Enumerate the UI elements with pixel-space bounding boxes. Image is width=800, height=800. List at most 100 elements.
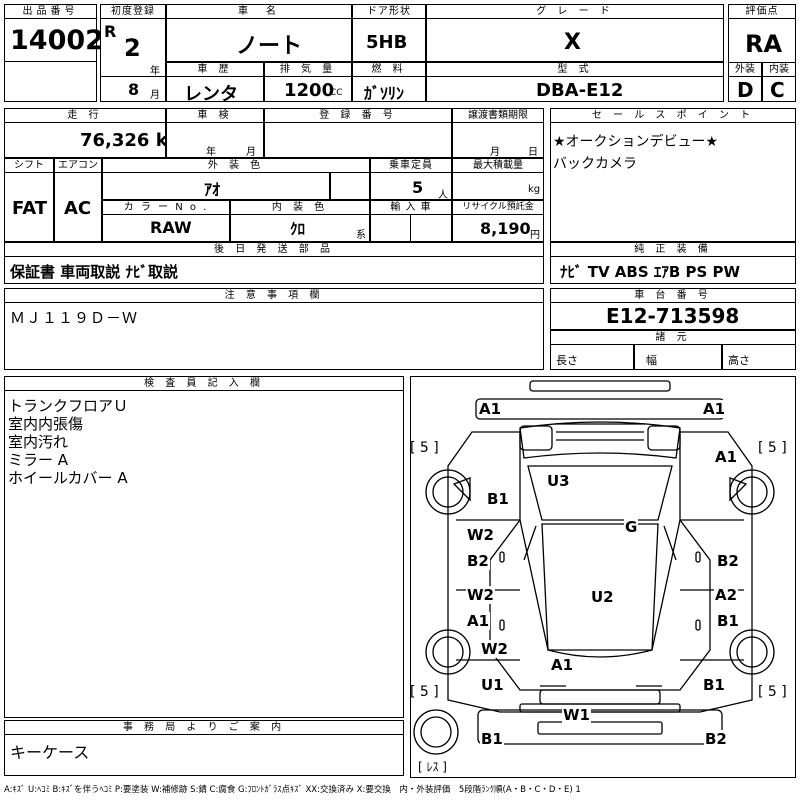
damage-mark-w2: W2 bbox=[480, 640, 509, 658]
damage-mark-w2: W2 bbox=[466, 526, 495, 544]
damage-mark-b2: B2 bbox=[704, 730, 728, 748]
reg-divider bbox=[100, 76, 166, 77]
damage-mark-g: G bbox=[624, 518, 639, 536]
office-value: キーケース bbox=[10, 743, 90, 762]
lot-number: 14002 bbox=[10, 25, 104, 56]
sales-line-1: ★オークションデビュー★ bbox=[553, 134, 719, 150]
door-label: ドア形状 bbox=[352, 4, 426, 19]
damage-mark-u1: U1 bbox=[480, 676, 505, 694]
recycle-box bbox=[452, 214, 544, 242]
sales-box bbox=[550, 122, 796, 242]
transfer-month-unit: 月 bbox=[490, 147, 500, 158]
maxload-box bbox=[452, 172, 544, 200]
reg-era: R bbox=[104, 22, 117, 41]
laterparts-box bbox=[4, 256, 544, 284]
fuel-value: ｶﾞｿﾘﾝ bbox=[364, 84, 405, 103]
int-grade-box bbox=[762, 76, 796, 102]
office-box bbox=[4, 734, 404, 776]
history-value: レンタ bbox=[184, 84, 238, 105]
inspector-line-2: 室内内張傷 bbox=[8, 415, 84, 433]
damage-mark-b1: B1 bbox=[716, 612, 740, 630]
history-box bbox=[166, 76, 264, 102]
laterparts-value: 保証書 車両取説 ﾅﾋﾞ取説 bbox=[10, 263, 178, 281]
damage-mark-b1: B1 bbox=[480, 730, 504, 748]
maxload-unit: kg bbox=[528, 184, 541, 195]
carname-value: ノート bbox=[236, 34, 303, 59]
ext-grade-box bbox=[728, 76, 762, 102]
dims-length: 長さ bbox=[556, 354, 578, 367]
reg-box bbox=[100, 4, 166, 102]
carname-label: 車 名 bbox=[166, 4, 352, 19]
dims-width-box bbox=[634, 344, 722, 370]
diagram-box bbox=[410, 376, 796, 778]
door-value: 5HB bbox=[366, 32, 408, 53]
tread-front-right: [ 5 ] bbox=[758, 440, 787, 456]
ac-box bbox=[54, 172, 102, 242]
notes-box bbox=[4, 302, 544, 370]
damage-mark-b2: B2 bbox=[716, 552, 740, 570]
damage-mark-b2: B2 bbox=[466, 552, 490, 570]
spare-label: [ ﾚｽ ] bbox=[418, 760, 447, 774]
ac-value: AC bbox=[64, 198, 92, 219]
intcolor-box bbox=[230, 214, 370, 242]
damage-mark-u3: U3 bbox=[546, 472, 571, 490]
damage-mark-a1: A1 bbox=[702, 400, 727, 418]
damage-mark-a1: A1 bbox=[466, 612, 491, 630]
displacement-box bbox=[264, 76, 352, 102]
damage-mark-b1: B1 bbox=[702, 676, 726, 694]
intcolor-value: ｸﾛ bbox=[290, 220, 306, 238]
intcolor-unit: 系 bbox=[356, 230, 366, 241]
reg-label: 初度登録 bbox=[100, 4, 166, 19]
reg-year-unit: 年 bbox=[150, 66, 160, 77]
grade-label: グ レ ー ド bbox=[426, 4, 724, 19]
capacity-unit: 人 bbox=[438, 190, 448, 201]
ext-grade-value: D bbox=[737, 78, 754, 102]
chassis-value: E12-713598 bbox=[606, 304, 740, 328]
mileage-value: 76,326 km bbox=[80, 130, 187, 151]
dims-height-box bbox=[722, 344, 796, 370]
notes-value: ＭＪ１１９Ｄ－Ｗ bbox=[10, 309, 139, 327]
model-box bbox=[426, 76, 724, 102]
dims-height: 高さ bbox=[728, 354, 750, 367]
reg-month-unit: 月 bbox=[150, 90, 160, 101]
ext-color-box bbox=[102, 172, 330, 200]
score-label: 評価点 bbox=[728, 4, 796, 19]
tread-front-left: [ 5 ] bbox=[410, 440, 439, 456]
lot-box bbox=[4, 4, 97, 102]
capacity-box bbox=[370, 172, 452, 200]
int-grade-value: C bbox=[770, 78, 785, 102]
score-value: RA bbox=[745, 30, 783, 58]
damage-mark-a1: A1 bbox=[714, 448, 739, 466]
damage-mark-b1: B1 bbox=[486, 490, 510, 508]
recycle-unit: 円 bbox=[530, 230, 540, 241]
inspection-box bbox=[166, 122, 264, 158]
equipment-value: ﾅﾋﾞ TV ABS ｴｱB PS PW bbox=[560, 263, 741, 281]
damage-mark-u2: U2 bbox=[590, 588, 615, 606]
colorno-box bbox=[102, 214, 230, 242]
chassis-box bbox=[550, 302, 796, 330]
reg-year: 2 bbox=[124, 34, 141, 62]
dims-length-box bbox=[550, 344, 634, 370]
inspector-line-3: 室内汚れ bbox=[8, 433, 69, 451]
mileage-box bbox=[4, 122, 166, 158]
sales-line-2: バックカメラ bbox=[553, 156, 637, 172]
damage-mark-a2: A2 bbox=[714, 586, 739, 604]
tread-rear-left: [ 5 ] bbox=[410, 684, 439, 700]
import-box bbox=[370, 214, 452, 242]
damage-mark-w1: W1 bbox=[562, 706, 591, 724]
inspector-line-5: ホイールカバー A bbox=[8, 469, 128, 487]
damage-mark-w2: W2 bbox=[466, 586, 495, 604]
grade-value: X bbox=[564, 30, 581, 55]
inspection-year-unit: 年 bbox=[206, 147, 216, 158]
recycle-value: 8,190 bbox=[480, 219, 531, 238]
transfer-day-unit: 日 bbox=[528, 147, 538, 158]
damage-mark-a1: A1 bbox=[478, 400, 503, 418]
plate-box bbox=[264, 122, 452, 158]
model-value: DBA-E12 bbox=[536, 80, 624, 101]
reg-month: 8 bbox=[128, 80, 140, 99]
equipment-box bbox=[550, 256, 796, 284]
tread-rear-right: [ 5 ] bbox=[758, 684, 787, 700]
lot-label: 出品番号 bbox=[4, 4, 97, 19]
damage-mark-a1: A1 bbox=[550, 656, 575, 674]
